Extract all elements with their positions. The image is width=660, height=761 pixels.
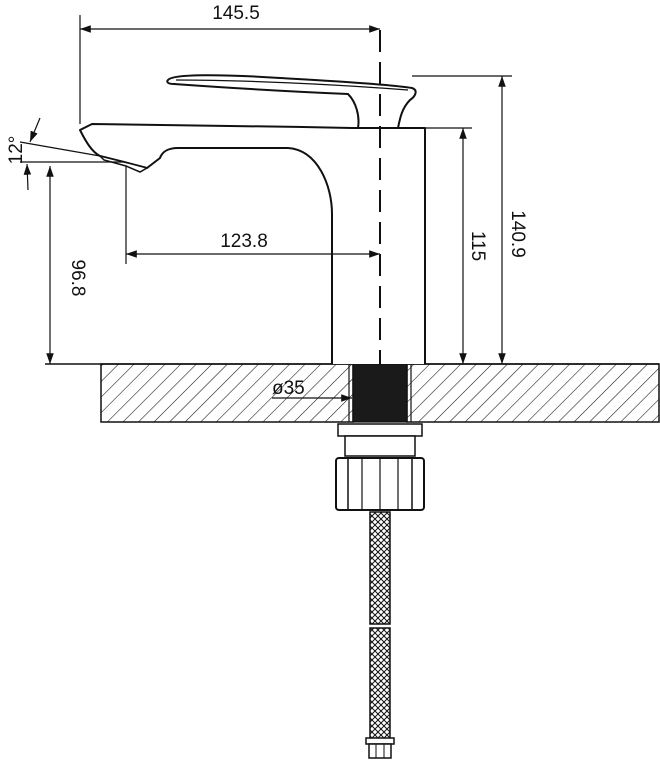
- countertop-section: [45, 363, 660, 423]
- dim-spout-angle: [19, 117, 124, 191]
- dim-label-mount-hole: ø35: [272, 378, 305, 399]
- dim-body-height: [425, 127, 472, 364]
- dim-label-body-height: 115: [467, 231, 488, 261]
- lock-nut: [335, 423, 425, 511]
- dim-spout-reach: [125, 166, 380, 264]
- lever-handle: [166, 74, 417, 129]
- dim-label-spout-reach: 123.8: [220, 231, 268, 252]
- dim-label-spout-height: 96.8: [67, 260, 88, 297]
- mounting-shank: [352, 363, 408, 423]
- dim-label-spout-angle: 12°: [6, 136, 27, 165]
- dim-label-overall-width: 145.5: [212, 3, 260, 24]
- dim-label-overall-height: 140.9: [507, 210, 528, 258]
- faucet-body: [79, 123, 426, 364]
- dim-overall-width: [79, 15, 380, 124]
- dim-overall-height: [412, 75, 512, 364]
- braided-hose: [365, 511, 395, 759]
